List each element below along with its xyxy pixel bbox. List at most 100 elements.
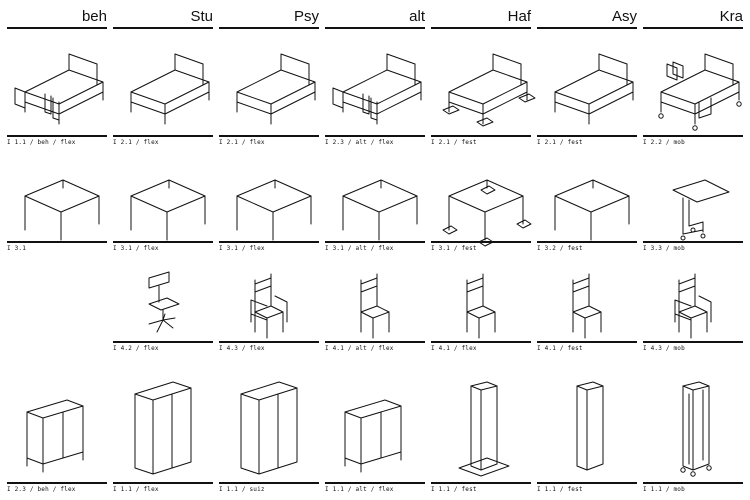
bed-drawing <box>236 53 316 125</box>
row-rule <box>537 135 637 137</box>
bed-side-gate <box>666 61 684 81</box>
table-caption: I 3.1 <box>7 245 27 252</box>
wardrobe-body <box>682 385 710 471</box>
row-rule <box>431 482 531 484</box>
table-top-surface <box>130 179 206 213</box>
bed-top-surface <box>448 69 528 105</box>
wardrobe-caption: I 1.1 / fest <box>537 486 583 493</box>
row-rule <box>537 482 637 484</box>
bed-frame <box>236 81 316 115</box>
row-rule <box>325 482 425 484</box>
chair-drawing <box>360 273 390 339</box>
wardrobe-caption: I 2.3 / beh / flex <box>7 486 76 493</box>
chair-drawing <box>250 273 288 339</box>
wardrobe-drawing <box>576 381 604 471</box>
caster-wheel-icon <box>680 467 686 473</box>
chair-seat <box>572 305 602 319</box>
chair-drawing <box>466 273 496 339</box>
bed-anchor-plate <box>442 105 460 115</box>
column-header-beh: beh <box>81 8 107 25</box>
row-rule <box>7 135 107 137</box>
column-header-asy: Asy <box>611 8 637 25</box>
table-top-surface <box>24 179 100 213</box>
table-top-surface <box>236 179 312 213</box>
chair-drawing <box>572 273 602 339</box>
column-header-rule <box>643 27 743 29</box>
table-drawing <box>24 179 100 241</box>
wardrobe-caption: I 1.1 / fest <box>431 486 477 493</box>
bed-top-surface <box>236 69 316 105</box>
caster-wheel-icon <box>692 125 698 131</box>
wardrobe-top <box>134 381 192 401</box>
row-rule <box>643 135 743 137</box>
bed-frame <box>342 81 422 115</box>
chair-back-posts <box>678 273 696 313</box>
bed-caption: I 2.2 / mob <box>643 139 685 146</box>
table-legs <box>682 197 704 235</box>
table-legs <box>24 179 100 241</box>
row-rule <box>431 341 531 343</box>
table-legs <box>130 179 206 241</box>
row-rule <box>537 341 637 343</box>
chair-seat <box>148 297 180 311</box>
wardrobe-top <box>682 381 710 391</box>
row-rule <box>219 482 319 484</box>
wardrobe-drawing <box>240 381 298 475</box>
chair-backrest <box>678 277 696 293</box>
bed-drawing <box>658 53 742 131</box>
table-legs <box>342 179 418 241</box>
bed-headboard <box>598 53 628 81</box>
row-rule <box>325 341 425 343</box>
bed-drawing <box>554 53 634 125</box>
table-top-surface <box>448 179 524 213</box>
table-top-surface <box>554 179 630 213</box>
wardrobe-legs <box>344 451 402 473</box>
chair-backrest <box>466 277 484 293</box>
wardrobe-top <box>344 399 402 419</box>
column-header-rule <box>325 27 425 29</box>
bed-caption: I 2.1 / fest <box>431 139 477 146</box>
bed-headboard <box>280 53 310 81</box>
bed-frame <box>130 81 210 115</box>
bed-legs <box>554 91 634 125</box>
row-rule <box>643 341 743 343</box>
table-drawing <box>342 179 418 241</box>
wardrobe-body <box>576 385 604 471</box>
wardrobe-top <box>26 399 84 419</box>
bed-drawing <box>332 53 422 125</box>
bed-legs <box>342 91 422 125</box>
chair-caption: I 4.1 / alt / flex <box>325 345 394 352</box>
wardrobe-top <box>470 381 498 391</box>
bed-drawing <box>130 53 210 125</box>
caster-wheel-icon <box>658 113 664 119</box>
bed-top-surface <box>660 69 740 105</box>
table-top-surface <box>342 179 418 213</box>
wardrobe-caption: I 1.1 / alt / flex <box>325 486 394 493</box>
table-drawing <box>442 179 532 247</box>
row-rule <box>7 482 107 484</box>
row-rule <box>325 241 425 243</box>
table-anchor-plate <box>442 225 458 235</box>
chair-back-posts <box>572 273 590 313</box>
row-rule <box>219 135 319 137</box>
caster-wheel-icon <box>680 235 686 241</box>
wardrobe-body <box>134 387 192 475</box>
wardrobe-drawing <box>344 399 402 473</box>
bed-caption: I 2.1 / fest <box>537 139 583 146</box>
chair-seat <box>254 305 284 319</box>
bed-side-rail <box>14 87 26 109</box>
chair-back-posts <box>254 273 272 313</box>
column-header-rule <box>219 27 319 29</box>
wardrobe-top <box>240 381 298 401</box>
column-header-rule <box>537 27 637 29</box>
table-top-surface <box>672 179 730 203</box>
wardrobe-drawing <box>458 381 510 477</box>
table-drawing <box>554 179 630 241</box>
bed-drawing <box>442 53 536 127</box>
chair-drawing <box>7 262 107 372</box>
wardrobe-legs <box>26 451 84 473</box>
row-rule <box>325 135 425 137</box>
table-anchor-plate <box>480 185 496 195</box>
wardrobe-drawing <box>680 381 712 477</box>
